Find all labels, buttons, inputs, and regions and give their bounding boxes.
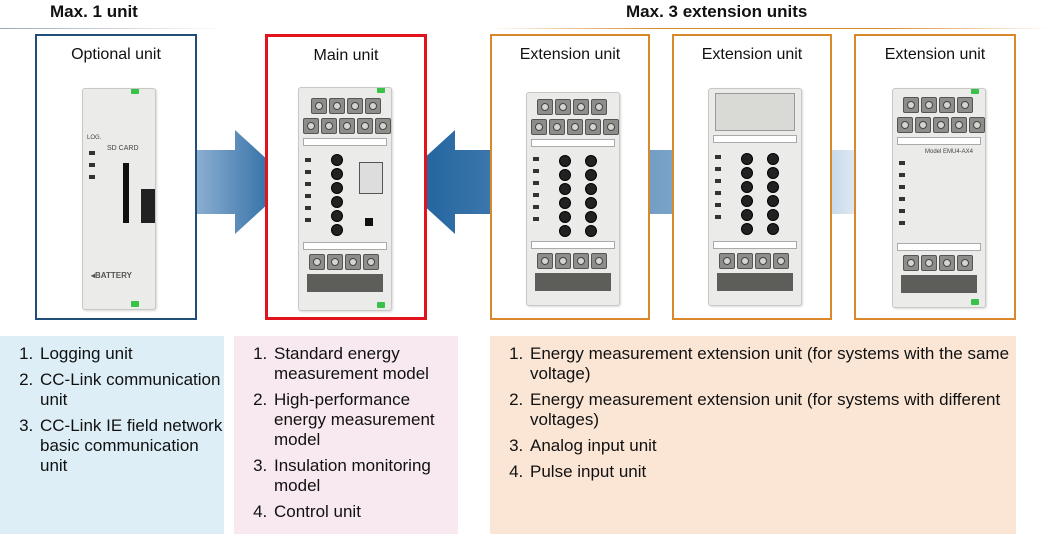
connector-sockets-a	[559, 155, 571, 237]
indicator-lamps	[899, 161, 905, 225]
optional-unit-list-panel: Logging unit CC-Link communication unit …	[0, 336, 224, 534]
top-terminal-row-2	[531, 119, 619, 135]
extension-unit-box-3: Extension unit Model EMU4-AX4	[854, 34, 1016, 320]
list-item: Logging unit	[38, 344, 224, 364]
optional-unit-list: Logging unit CC-Link communication unit …	[0, 344, 224, 476]
bottom-housing	[717, 273, 793, 291]
sd-card	[141, 189, 155, 223]
list-item: Pulse input unit	[528, 462, 1016, 482]
connector-sockets-a	[741, 153, 753, 235]
extension-unit-device-2	[708, 88, 802, 306]
sd-card-slot	[123, 163, 129, 223]
status-led	[377, 88, 385, 93]
list-item: Energy measurement extension unit (for s…	[528, 344, 1016, 384]
top-terminal-row-1	[537, 99, 607, 115]
bottom-led	[131, 301, 139, 307]
list-item: CC-Link IE field network basic communica…	[38, 416, 224, 476]
bottom-led	[377, 302, 385, 308]
top-terminal-row-2	[303, 118, 391, 134]
list-item: Standard energy measurement model	[272, 344, 458, 384]
top-label-strip	[713, 135, 797, 143]
status-led	[131, 89, 139, 94]
main-unit-title: Main unit	[313, 47, 379, 64]
top-terminal-row-1	[311, 98, 381, 114]
sd-card-label: SD CARD	[107, 145, 139, 152]
connector-sockets-b	[585, 155, 597, 237]
bottom-label-strip	[713, 241, 797, 249]
bottom-led	[971, 299, 979, 305]
bottom-terminal-row	[903, 255, 973, 271]
indicator-lamps	[533, 157, 539, 221]
main-unit-list: Standard energy measurement model High-p…	[234, 344, 458, 522]
list-item: Control unit	[272, 502, 458, 522]
reset-button	[365, 218, 373, 226]
heading-right-rule	[488, 28, 1050, 29]
bottom-terminal-row	[719, 253, 789, 269]
battery-label: ◂BATTERY	[91, 271, 132, 280]
heading-left-rule	[0, 28, 225, 29]
bottom-label-strip	[303, 242, 387, 250]
bottom-terminal-row	[309, 254, 379, 270]
bottom-terminal-row	[537, 253, 607, 269]
list-item: High-performance energy measurement mode…	[272, 390, 458, 450]
extension-unit-list: Energy measurement extension unit (for s…	[490, 344, 1016, 482]
log-label: LOG.	[87, 135, 102, 141]
bottom-housing	[535, 273, 611, 291]
top-label-strip	[897, 137, 981, 145]
extension-unit-list-panel: Energy measurement extension unit (for s…	[490, 336, 1016, 534]
list-item: CC-Link communication unit	[38, 370, 224, 410]
connector-sockets	[331, 154, 343, 236]
extension-unit-device-1	[526, 92, 620, 306]
bottom-label-strip	[531, 241, 615, 249]
optional-unit-device: SD CARD LOG. ◂BATTERY	[82, 88, 156, 310]
optional-unit-title: Optional unit	[71, 46, 161, 63]
indicator-lamps	[715, 155, 721, 219]
indicator-lamps	[89, 151, 95, 179]
extension-unit-box-2: Extension unit	[672, 34, 832, 320]
main-unit-list-panel: Standard energy measurement model High-p…	[234, 336, 458, 534]
list-item: Energy measurement extension unit (for s…	[528, 390, 1016, 430]
list-item: Analog input unit	[528, 436, 1016, 456]
connector-sockets-b	[767, 153, 779, 235]
top-terminal-row-2	[897, 117, 985, 133]
main-unit-box: Main unit	[265, 34, 427, 320]
extension-unit-title-2: Extension unit	[701, 46, 803, 63]
extension-unit-title-3: Extension unit	[884, 46, 986, 63]
extension-unit-device-3: Model EMU4-AX4	[892, 88, 986, 308]
indicator-lamps	[305, 158, 311, 222]
optional-unit-box: Optional unit SD CARD LOG. ◂BATTERY	[35, 34, 197, 320]
list-item: Insulation monitoring model	[272, 456, 458, 496]
main-unit-device	[298, 87, 392, 311]
top-label-strip	[303, 138, 387, 146]
extension-unit-box-1: Extension unit	[490, 34, 650, 320]
heading-max-1-unit: Max. 1 unit	[50, 2, 138, 21]
status-led	[971, 89, 979, 94]
heading-max-3-extension-units: Max. 3 extension units	[626, 2, 808, 21]
display-port	[359, 162, 383, 194]
top-label-strip	[531, 139, 615, 147]
bottom-housing	[307, 274, 383, 292]
model-label: Model EMU4-AX4	[925, 149, 974, 155]
top-cover	[715, 93, 795, 131]
bottom-label-strip	[897, 243, 981, 251]
top-terminal-row-1	[903, 97, 973, 113]
extension-unit-title-1: Extension unit	[519, 46, 621, 63]
bottom-housing	[901, 275, 977, 293]
